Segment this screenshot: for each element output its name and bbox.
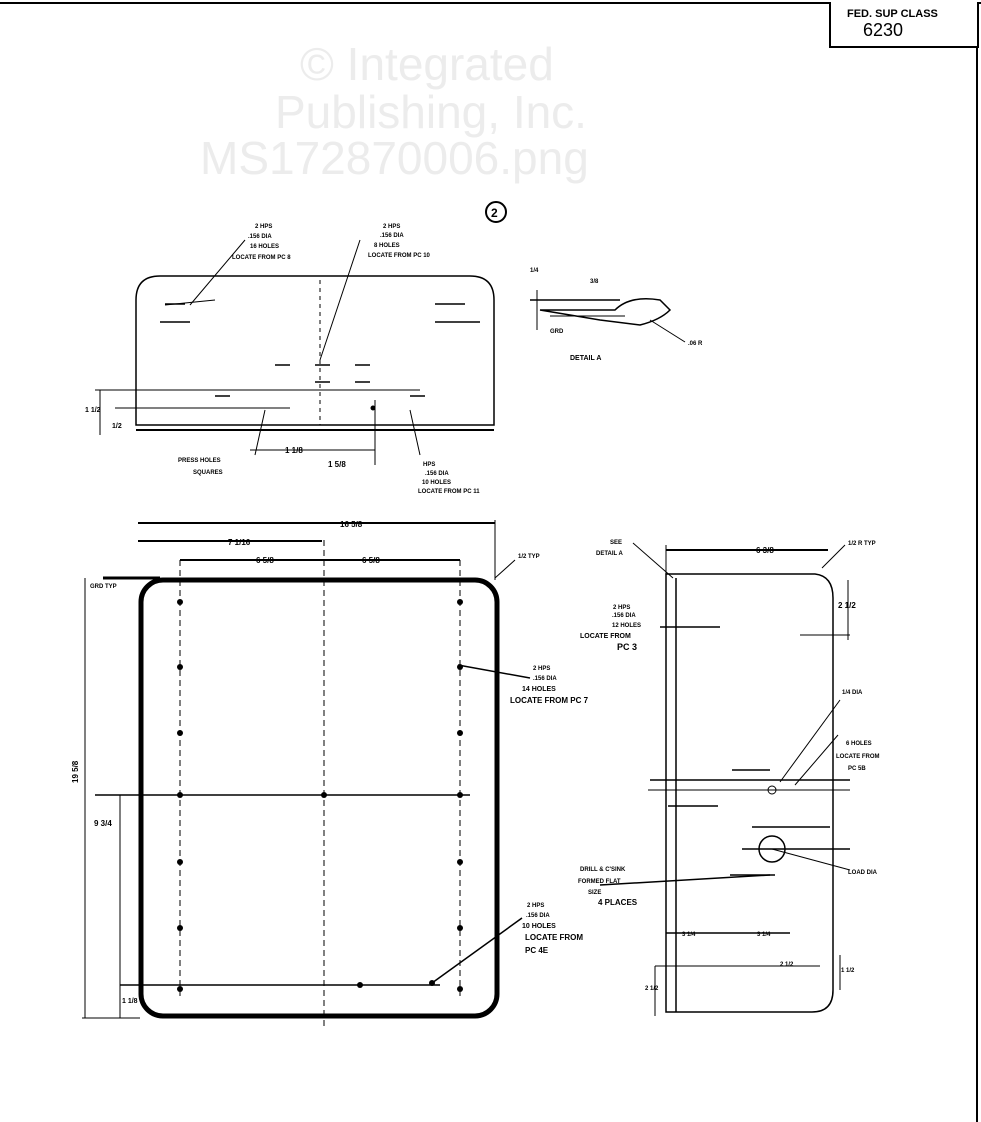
svg-text:LOCATE FROM PC 7: LOCATE FROM PC 7 — [510, 696, 589, 705]
svg-text:LOAD DIA: LOAD DIA — [848, 870, 878, 876]
svg-text:3 1/4: 3 1/4 — [757, 932, 771, 938]
svg-text:2 1/2: 2 1/2 — [780, 962, 794, 968]
svg-text:10 HOLES: 10 HOLES — [522, 923, 556, 930]
svg-text:10 HOLES: 10 HOLES — [422, 480, 451, 486]
svg-text:1/2 TYP: 1/2 TYP — [518, 554, 540, 560]
svg-text:GRD TYP: GRD TYP — [90, 584, 117, 590]
sheet-marker: 2 — [485, 201, 507, 223]
svg-text:6 HOLES: 6 HOLES — [846, 741, 872, 747]
svg-text:DRILL & C'SINK: DRILL & C'SINK — [580, 867, 626, 873]
svg-text:16 5/8: 16 5/8 — [340, 520, 363, 529]
svg-text:1 1/8: 1 1/8 — [285, 446, 303, 455]
top-view — [95, 239, 495, 465]
fed-sup-class-label: FED. SUP CLASS — [847, 8, 938, 20]
svg-text:PC 5B: PC 5B — [848, 766, 866, 772]
svg-text:1 1/2: 1 1/2 — [85, 407, 101, 414]
watermark-line-2: Publishing, Inc. — [275, 86, 587, 138]
svg-text:6 3/8: 6 3/8 — [756, 546, 774, 555]
svg-text:LOCATE FROM PC 11: LOCATE FROM PC 11 — [418, 489, 480, 495]
svg-text:DETAIL A: DETAIL A — [596, 551, 624, 557]
detail-a-labels: DETAIL A .06 R 1/4 3/8 GRD — [530, 268, 703, 362]
svg-text:1 5/8: 1 5/8 — [328, 460, 346, 469]
svg-text:.156 DIA: .156 DIA — [248, 234, 272, 240]
svg-text:.156 DIA: .156 DIA — [612, 613, 636, 619]
svg-text:1 1/8: 1 1/8 — [122, 998, 138, 1005]
svg-text:SIZE: SIZE — [588, 890, 601, 896]
svg-text:2 HPS: 2 HPS — [383, 224, 400, 230]
svg-text:7 1/16: 7 1/16 — [228, 538, 251, 547]
svg-text:6 5/8: 6 5/8 — [256, 556, 274, 565]
svg-text:1/2: 1/2 — [112, 423, 122, 430]
svg-text:SQUARES: SQUARES — [193, 470, 223, 476]
svg-text:.156 DIA: .156 DIA — [425, 471, 449, 477]
svg-text:LOCATE FROM PC 10: LOCATE FROM PC 10 — [368, 253, 431, 259]
svg-text:6 5/8: 6 5/8 — [362, 556, 380, 565]
svg-text:.156 DIA: .156 DIA — [380, 233, 404, 239]
svg-text:2 HPS: 2 HPS — [533, 666, 550, 672]
svg-text:12 HOLES: 12 HOLES — [612, 623, 641, 629]
svg-text:3/8: 3/8 — [590, 279, 599, 285]
detail-a — [530, 290, 686, 343]
svg-text:.156 DIA: .156 DIA — [533, 676, 557, 682]
svg-text:LOCATE FROM: LOCATE FROM — [525, 933, 583, 942]
svg-text:3 1/4: 3 1/4 — [682, 932, 696, 938]
svg-text:DETAIL A: DETAIL A — [570, 355, 601, 362]
front-view — [82, 520, 531, 1030]
top-view-labels: 2 HPS .156 DIA 16 HOLES LOCATE FROM PC 8… — [85, 224, 480, 495]
svg-text:16 HOLES: 16 HOLES — [250, 244, 279, 250]
svg-text:1/4: 1/4 — [530, 268, 539, 274]
side-view — [599, 542, 851, 1016]
svg-text:14 HOLES: 14 HOLES — [522, 686, 556, 693]
svg-text:LOCATE FROM: LOCATE FROM — [836, 754, 880, 760]
svg-text:LOCATE FROM PC 8: LOCATE FROM PC 8 — [232, 255, 291, 261]
watermark-line-3: MS172870006.png — [200, 132, 589, 184]
svg-text:LOCATE FROM: LOCATE FROM — [580, 633, 631, 640]
watermark-line-1: © Integrated — [300, 38, 554, 90]
svg-text:GRD: GRD — [550, 329, 564, 335]
svg-text:8 HOLES: 8 HOLES — [374, 243, 400, 249]
svg-text:1/4 DIA: 1/4 DIA — [842, 690, 863, 696]
svg-text:2: 2 — [491, 206, 498, 220]
svg-text:.156 DIA: .156 DIA — [526, 913, 550, 919]
svg-text:PRESS HOLES: PRESS HOLES — [178, 458, 221, 464]
svg-text:HPS: HPS — [423, 462, 435, 468]
fed-sup-class-value: 6230 — [863, 20, 904, 40]
svg-text:2 HPS: 2 HPS — [255, 224, 272, 230]
svg-text:PC 4E: PC 4E — [525, 946, 549, 955]
svg-text:1 1/2: 1 1/2 — [841, 968, 855, 974]
svg-text:SEE: SEE — [610, 540, 622, 546]
side-view-labels: SEE DETAIL A 6 3/8 1/2 R TYP 2 1/2 2 HPS… — [578, 540, 880, 992]
svg-text:FORMED FLAT: FORMED FLAT — [578, 879, 621, 885]
svg-text:1/2 R TYP: 1/2 R TYP — [848, 541, 876, 547]
title-block: FED. SUP CLASS 6230 — [829, 2, 979, 48]
svg-text:.06 R: .06 R — [688, 341, 703, 347]
svg-text:9 3/4: 9 3/4 — [94, 819, 112, 828]
svg-text:4 PLACES: 4 PLACES — [598, 898, 638, 907]
svg-text:2 HPS: 2 HPS — [527, 903, 544, 909]
svg-text:2 HPS: 2 HPS — [613, 605, 630, 611]
svg-text:2 1/2: 2 1/2 — [838, 601, 856, 610]
svg-text:19 5/8: 19 5/8 — [71, 760, 80, 783]
svg-text:PC 3: PC 3 — [617, 642, 637, 652]
svg-text:2 1/2: 2 1/2 — [645, 986, 659, 992]
front-view-labels: 16 5/8 7 1/16 6 5/8 6 5/8 19 5/8 9 3/4 1… — [71, 520, 589, 1005]
